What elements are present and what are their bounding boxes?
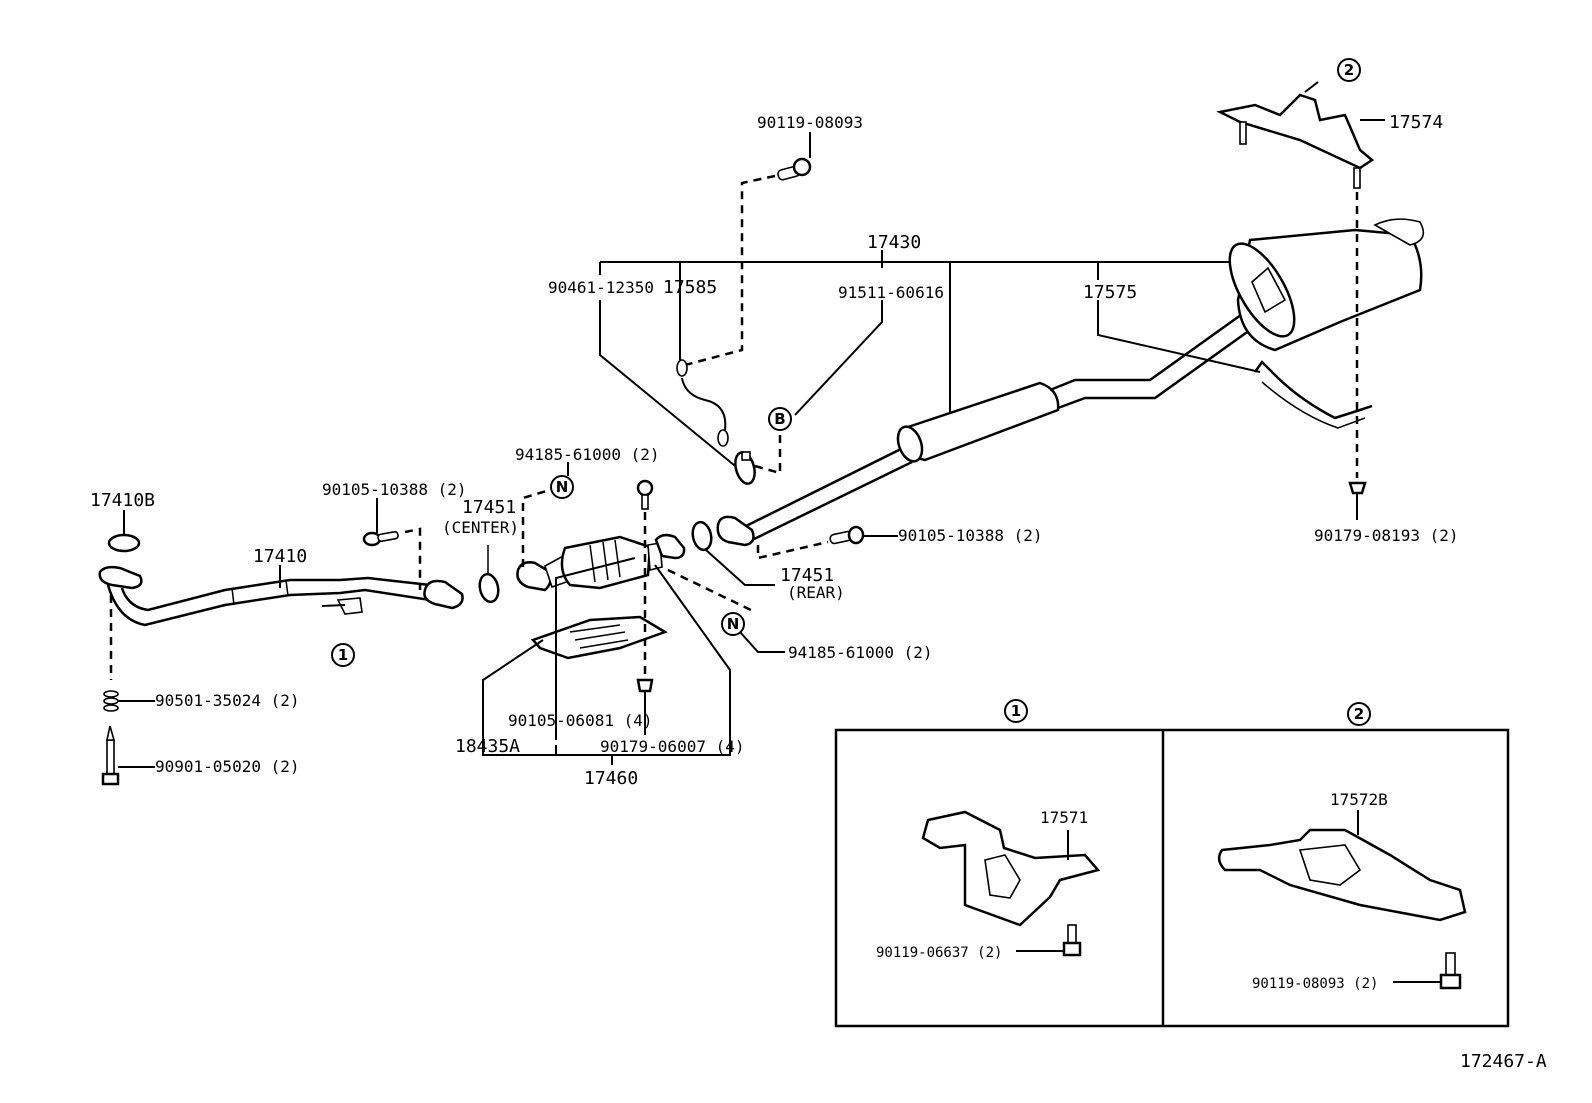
nut-90179-06007 bbox=[636, 678, 654, 735]
muffler-tailpipe bbox=[1228, 218, 1425, 352]
bolt-90119-06637 bbox=[1016, 924, 1082, 957]
dashed-guide-sensor bbox=[684, 174, 776, 367]
bolt-90901-05020 bbox=[101, 725, 155, 786]
callout-2-detail-text: 2 bbox=[1354, 705, 1364, 723]
spring-90501-35024 bbox=[103, 690, 155, 712]
dashed-guide-n-bottom bbox=[667, 568, 756, 614]
oxygen-sensor-17585 bbox=[676, 359, 729, 447]
label-90119-06637: 90119-06637 (2) bbox=[876, 945, 1002, 961]
marker-n-top: N bbox=[550, 475, 574, 499]
label-17460: 17460 bbox=[584, 768, 638, 789]
label-90179-06007: 90179-06007 (4) bbox=[600, 737, 745, 756]
mount-17571 bbox=[921, 810, 1101, 927]
hanger-17575 bbox=[1253, 360, 1373, 429]
label-17572b: 17572B bbox=[1330, 790, 1388, 809]
label-94185-61000-top: 94185-61000 (2) bbox=[515, 445, 660, 464]
marker-n-bottom-text: N bbox=[727, 615, 740, 633]
label-17430: 17430 bbox=[867, 232, 921, 253]
callout-1-pipe: 1 bbox=[331, 643, 355, 667]
marker-n-top-text: N bbox=[556, 478, 569, 496]
label-91511-60616: 91511-60616 bbox=[838, 283, 944, 302]
label-90119-08093-detail: 90119-08093 (2) bbox=[1252, 976, 1378, 992]
dashed-guide-n-top bbox=[521, 488, 551, 567]
label-90901-05020: 90901-05020 (2) bbox=[155, 757, 300, 776]
gasket-17451-center bbox=[478, 572, 500, 604]
figure-id: 172467-A bbox=[1460, 1051, 1547, 1072]
label-17451-rear-sub: (REAR) bbox=[787, 583, 845, 602]
gasket-17451-rear bbox=[691, 520, 713, 552]
label-90461-12350: 90461-12350 bbox=[548, 278, 654, 297]
detail-box bbox=[834, 728, 1510, 1028]
mount-17572b bbox=[1217, 810, 1467, 922]
callout-1-pipe-text: 1 bbox=[338, 646, 348, 664]
label-90179-08193: 90179-08193 (2) bbox=[1314, 526, 1459, 545]
label-18435a: 18435A bbox=[455, 736, 520, 757]
callout-2-top: 2 bbox=[1337, 58, 1361, 82]
label-17574: 17574 bbox=[1389, 112, 1443, 133]
callout-2-detail: 2 bbox=[1347, 702, 1371, 726]
dashed-guide-b bbox=[754, 430, 782, 475]
bolt-90105-10388-right bbox=[829, 525, 898, 545]
bolt-90119-08093-detail bbox=[1393, 952, 1462, 990]
marker-n-bottom: N bbox=[721, 612, 745, 636]
callout-1-detail: 1 bbox=[1004, 699, 1028, 723]
leader-17460 bbox=[482, 557, 731, 765]
gasket-17410b bbox=[107, 533, 141, 553]
label-90119-08093-top: 90119-08093 bbox=[757, 113, 863, 132]
label-90105-10388-right: 90105-10388 (2) bbox=[898, 526, 1043, 545]
label-17571: 17571 bbox=[1040, 808, 1088, 827]
leader-17430 bbox=[599, 250, 1261, 471]
marker-b: B bbox=[768, 407, 792, 431]
label-17410: 17410 bbox=[253, 546, 307, 567]
callout-2-top-text: 2 bbox=[1344, 61, 1354, 79]
clamp-90461-12350 bbox=[734, 451, 756, 485]
leader-17451-rear bbox=[705, 549, 775, 586]
dashed-guide-bolt-left bbox=[404, 527, 422, 590]
part-labels: 90119-08093 17430 90461-12350 17585 9151… bbox=[90, 112, 1547, 1072]
label-17451-center-sub: (CENTER) bbox=[442, 518, 519, 537]
label-17575: 17575 bbox=[1083, 282, 1137, 303]
label-17585: 17585 bbox=[663, 277, 717, 298]
bolt-90105-06081 bbox=[636, 479, 654, 510]
nut-90179-08193 bbox=[1348, 481, 1367, 520]
front-pipe-17410 bbox=[98, 565, 464, 627]
leader-94185-bottom bbox=[739, 631, 785, 653]
catalytic-converter-17460 bbox=[516, 533, 686, 592]
center-pipe-17430 bbox=[716, 310, 1251, 547]
label-90501-35024: 90501-35024 (2) bbox=[155, 691, 300, 710]
marker-b-text: B bbox=[774, 410, 785, 428]
label-90105-06081: 90105-06081 (4) bbox=[508, 711, 653, 730]
label-90105-10388-left: 90105-10388 (2) bbox=[322, 480, 467, 499]
heat-shield-18435a bbox=[530, 615, 668, 660]
callout-1-detail-text: 1 bbox=[1011, 702, 1021, 720]
label-17451-rear: 17451 bbox=[780, 565, 834, 586]
bracket-17574 bbox=[1216, 81, 1385, 189]
dashed-guide-bolt-right bbox=[756, 540, 829, 560]
bolt-90119-08093-top bbox=[777, 132, 812, 181]
label-17451-center: 17451 bbox=[462, 497, 516, 518]
label-94185-61000-bottom: 94185-61000 (2) bbox=[788, 643, 933, 662]
label-17410b: 17410B bbox=[90, 490, 155, 511]
bolt-90105-10388-left bbox=[362, 498, 399, 547]
